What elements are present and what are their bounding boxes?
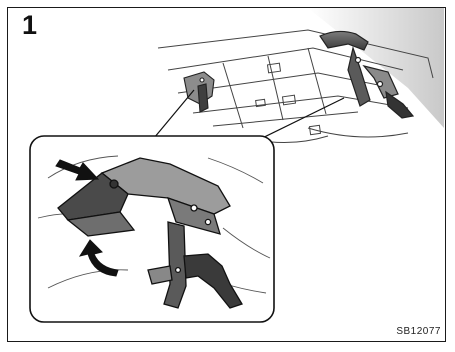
left-latch-small — [184, 72, 214, 112]
detail-inset — [30, 136, 274, 322]
illustration-frame: 1 SB12077 — [7, 7, 446, 342]
reference-code: SB12077 — [396, 326, 441, 337]
step-number: 1 — [22, 12, 37, 39]
seat-latch-illustration — [8, 8, 444, 340]
